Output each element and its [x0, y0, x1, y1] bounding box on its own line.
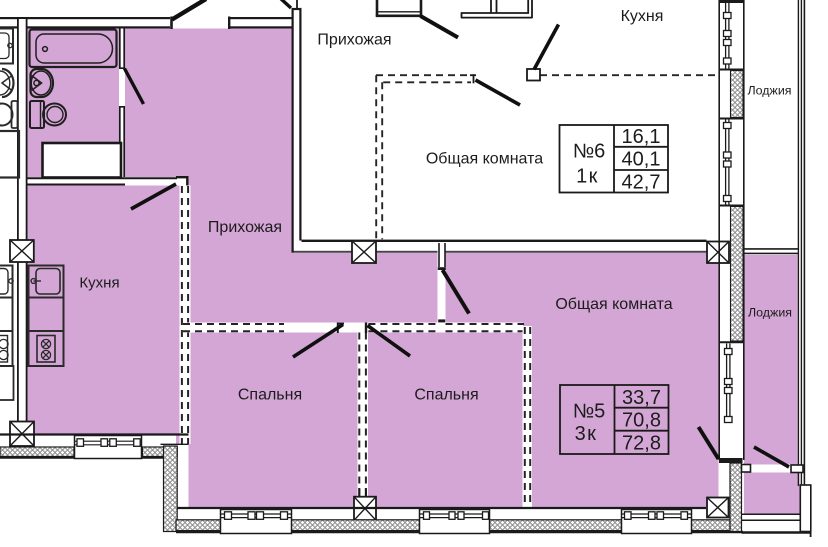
- svg-text:Лоджия: Лоджия: [748, 306, 792, 320]
- svg-text:№5: №5: [573, 400, 606, 422]
- svg-text:Спальня: Спальня: [238, 387, 302, 404]
- svg-text:Кухня: Кухня: [621, 8, 664, 25]
- svg-text:42,7: 42,7: [622, 172, 661, 194]
- svg-text:33,7: 33,7: [622, 387, 661, 409]
- svg-text:72,8: 72,8: [622, 432, 661, 454]
- svg-text:70,8: 70,8: [622, 409, 661, 431]
- svg-text:Прихожая: Прихожая: [208, 219, 282, 236]
- svg-text:16,1: 16,1: [622, 126, 661, 148]
- svg-text:40,1: 40,1: [622, 149, 661, 171]
- svg-text:1к: 1к: [576, 165, 599, 187]
- svg-text:Спальня: Спальня: [414, 387, 478, 404]
- svg-text:Лоджия: Лоджия: [748, 84, 792, 98]
- svg-text:№6: №6: [573, 140, 606, 162]
- svg-text:Прихожая: Прихожая: [317, 32, 391, 49]
- svg-text:Кухня: Кухня: [79, 275, 119, 292]
- svg-text:Общая комната: Общая комната: [426, 151, 543, 168]
- svg-text:3к: 3к: [575, 423, 598, 445]
- svg-text:Общая комната: Общая комната: [555, 296, 672, 313]
